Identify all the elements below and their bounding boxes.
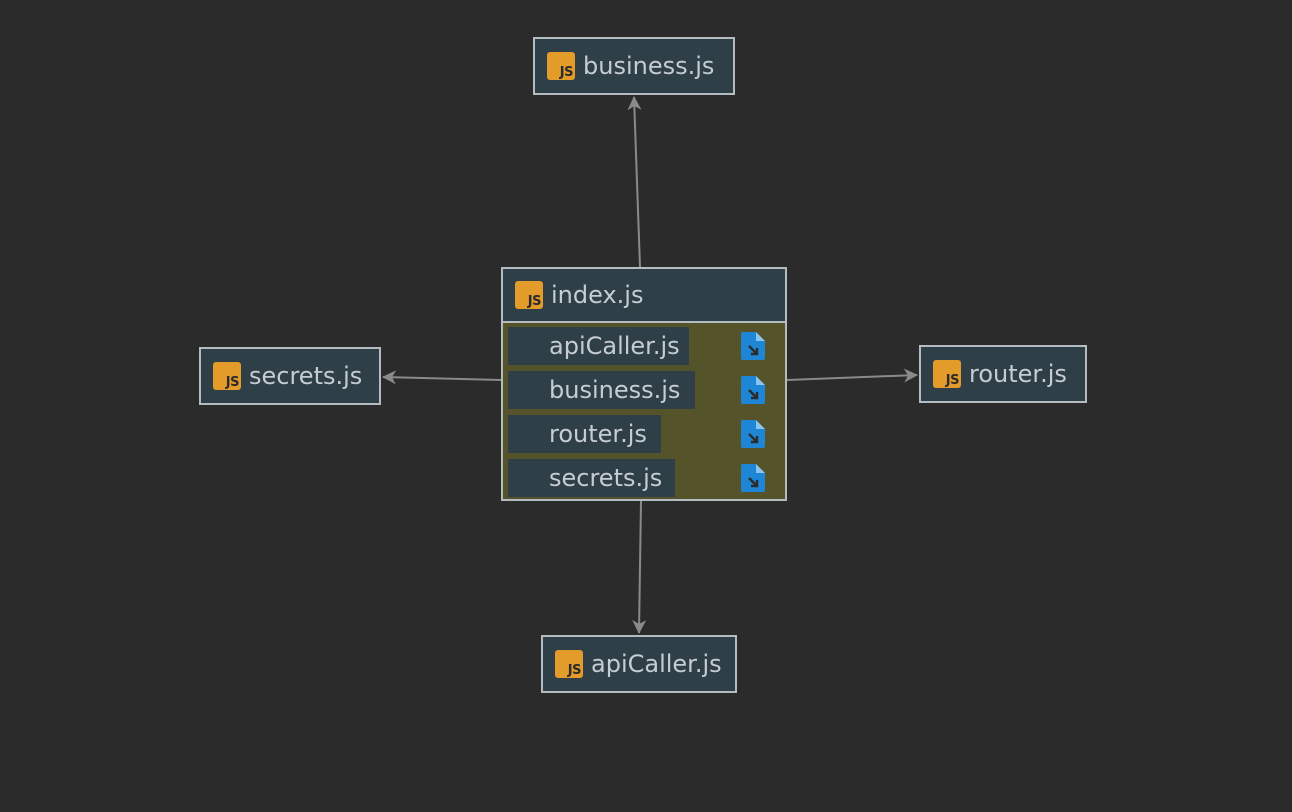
js-file-icon: JS — [555, 650, 583, 678]
node-router[interactable]: JS router.js — [919, 345, 1087, 403]
node-label: router.js — [969, 360, 1067, 388]
edge-index-to-apicaller — [632, 500, 647, 634]
file-export-icon — [741, 376, 765, 404]
js-file-icon: JS — [547, 52, 575, 80]
member-label: apiCaller.js — [549, 332, 680, 360]
member-label: router.js — [549, 420, 647, 448]
node-secrets[interactable]: JS secrets.js — [199, 347, 381, 405]
member-label: secrets.js — [549, 464, 663, 492]
edge-index-to-router — [786, 368, 918, 383]
group-member-business[interactable]: business.js — [508, 371, 695, 409]
node-apicaller[interactable]: JS apiCaller.js — [541, 635, 737, 693]
edge-index-to-secrets — [382, 370, 502, 385]
group-header: JS index.js — [503, 269, 785, 323]
node-label: secrets.js — [249, 362, 363, 390]
group-index[interactable]: JS index.js apiCaller.js business.js rou… — [501, 267, 787, 501]
group-member-router[interactable]: router.js — [508, 415, 661, 453]
file-export-icon — [741, 464, 765, 492]
edge-index-to-business — [627, 96, 642, 268]
file-export-icon — [741, 420, 765, 448]
member-label: business.js — [549, 376, 681, 404]
js-file-icon: JS — [515, 281, 543, 309]
node-label: business.js — [583, 52, 715, 80]
file-export-icon — [741, 332, 765, 360]
group-title: index.js — [551, 281, 644, 309]
js-file-icon: JS — [933, 360, 961, 388]
group-member-apicaller[interactable]: apiCaller.js — [508, 327, 689, 365]
group-member-secrets[interactable]: secrets.js — [508, 459, 675, 497]
js-file-icon: JS — [213, 362, 241, 390]
node-label: apiCaller.js — [591, 650, 722, 678]
node-business[interactable]: JS business.js — [533, 37, 735, 95]
